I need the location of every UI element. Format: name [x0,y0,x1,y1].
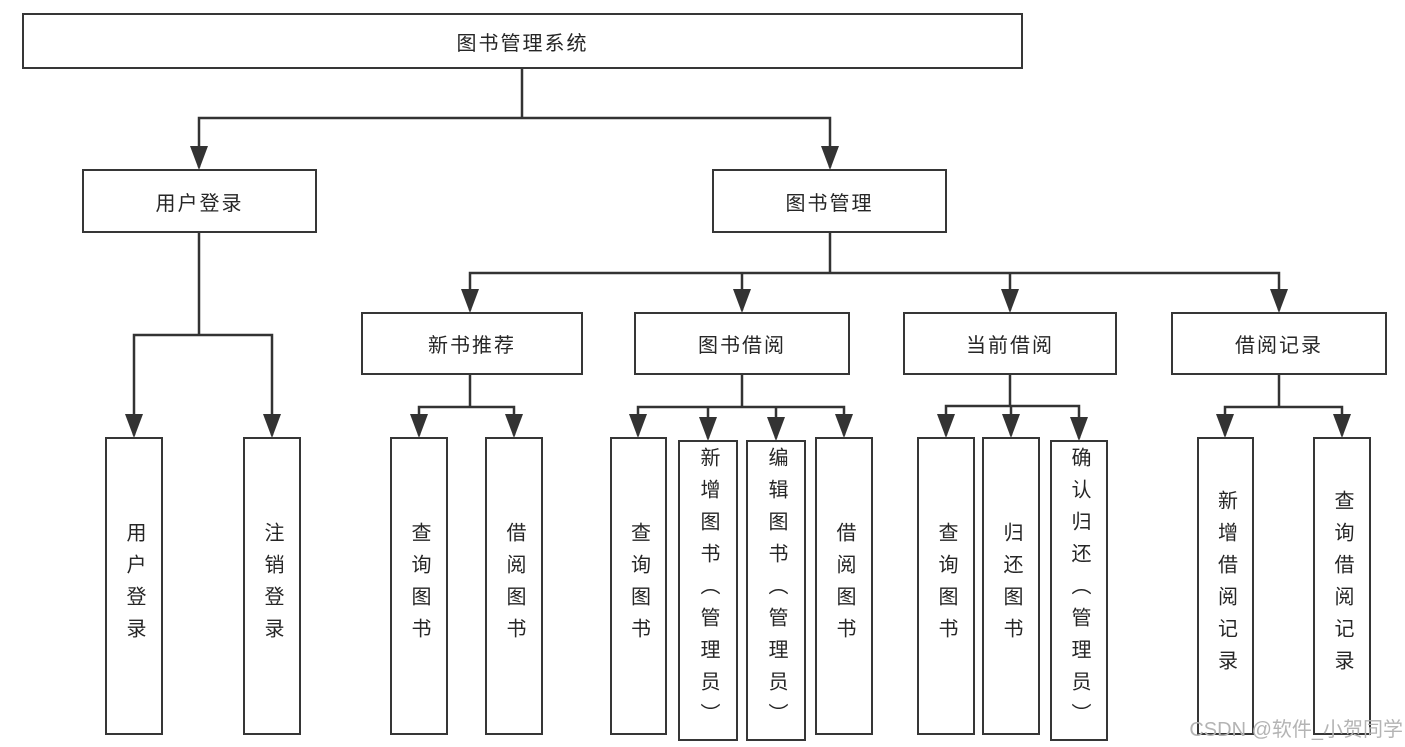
node-book-mgmt: 图书管理 [712,169,947,233]
node-label-current-borrow: 当前借阅 [966,335,1054,357]
node-label-query-book-rec: 查询图书 [408,522,430,650]
connector-root-to-level2 [197,67,832,168]
node-label-new-book-rec: 新书推荐 [428,335,516,357]
node-label-root: 图书管理系统 [456,32,589,55]
arrowhead-book-borrow-children-0 [629,414,647,438]
node-label-borrow-book-borrow: 借阅图书 [833,522,855,650]
connector-new-book-rec-children [417,373,516,436]
node-confirm-return-admin: 确认归还（管理员） [1050,440,1108,741]
node-add-book-admin: 新增图书（管理员） [678,440,738,741]
node-label-borrow-record: 借阅记录 [1235,335,1323,357]
arrowhead-root-to-level2-0 [190,146,208,170]
arrowhead-new-book-rec-children-1 [505,414,523,438]
node-label-logout-item: 注销登录 [261,522,283,650]
connector-borrow-record-children [1223,373,1344,436]
node-label-edit-book-admin: 编辑图书（管理员） [765,446,787,735]
node-book-borrow: 图书借阅 [634,312,850,375]
arrowhead-book-borrow-children-2 [767,417,785,441]
node-add-borrow-record: 新增借阅记录 [1197,437,1254,735]
arrowhead-current-borrow-children-1 [1002,414,1020,438]
node-label-add-borrow-record: 新增借阅记录 [1214,490,1237,682]
node-query-book-rec: 查询图书 [390,437,448,735]
node-return-book: 归还图书 [982,437,1040,735]
node-user-login: 用户登录 [82,169,317,233]
node-label-query-borrow-record: 查询借阅记录 [1331,490,1353,682]
node-edit-book-admin: 编辑图书（管理员） [746,440,806,741]
node-label-borrow-book-rec: 借阅图书 [503,522,525,650]
node-label-return-book: 归还图书 [1000,522,1022,650]
node-borrow-record: 借阅记录 [1171,312,1387,375]
arrowhead-book-mgmt-children-1 [733,289,751,313]
node-query-borrow-record: 查询借阅记录 [1313,437,1371,735]
arrowhead-book-borrow-children-3 [835,414,853,438]
connector-book-borrow-children [636,373,846,439]
node-query-book-current: 查询图书 [917,437,975,735]
node-logout-item: 注销登录 [243,437,301,735]
node-user-login-item: 用户登录 [105,437,163,735]
node-label-add-book-admin: 新增图书（管理员） [697,446,719,735]
node-label-query-book-current: 查询图书 [935,522,957,650]
arrowhead-borrow-record-children-1 [1333,414,1351,438]
csdn-watermark: CSDN @软件_小贺同学 [1189,719,1403,741]
node-borrow-book-borrow: 借阅图书 [815,437,873,735]
node-new-book-rec: 新书推荐 [361,312,583,375]
arrowhead-user-login-children-1 [263,414,281,438]
arrowhead-user-login-children-0 [125,414,143,438]
node-query-book-borrow: 查询图书 [610,437,667,735]
node-root: 图书管理系统 [22,13,1023,69]
node-label-user-login: 用户登录 [155,192,244,215]
arrowhead-book-mgmt-children-2 [1001,289,1019,313]
connector-user-login-children [132,231,274,436]
node-borrow-book-rec: 借阅图书 [485,437,543,735]
node-label-confirm-return-admin: 确认归还（管理员） [1068,446,1090,735]
arrowhead-book-mgmt-children-0 [461,289,479,313]
arrowhead-current-borrow-children-2 [1070,417,1088,441]
node-current-borrow: 当前借阅 [903,312,1117,375]
node-label-book-borrow: 图书借阅 [698,335,786,357]
arrowhead-root-to-level2-1 [821,146,839,170]
arrowhead-new-book-rec-children-0 [410,414,428,438]
node-label-query-book-borrow: 查询图书 [627,522,650,650]
arrowhead-book-mgmt-children-3 [1270,289,1288,313]
arrowhead-borrow-record-children-0 [1216,414,1234,438]
arrowhead-current-borrow-children-0 [937,414,955,438]
node-label-user-login-item: 用户登录 [123,522,145,650]
node-label-book-mgmt: 图书管理 [785,192,874,215]
connector-book-mgmt-children [468,231,1281,311]
arrowhead-book-borrow-children-1 [699,417,717,441]
